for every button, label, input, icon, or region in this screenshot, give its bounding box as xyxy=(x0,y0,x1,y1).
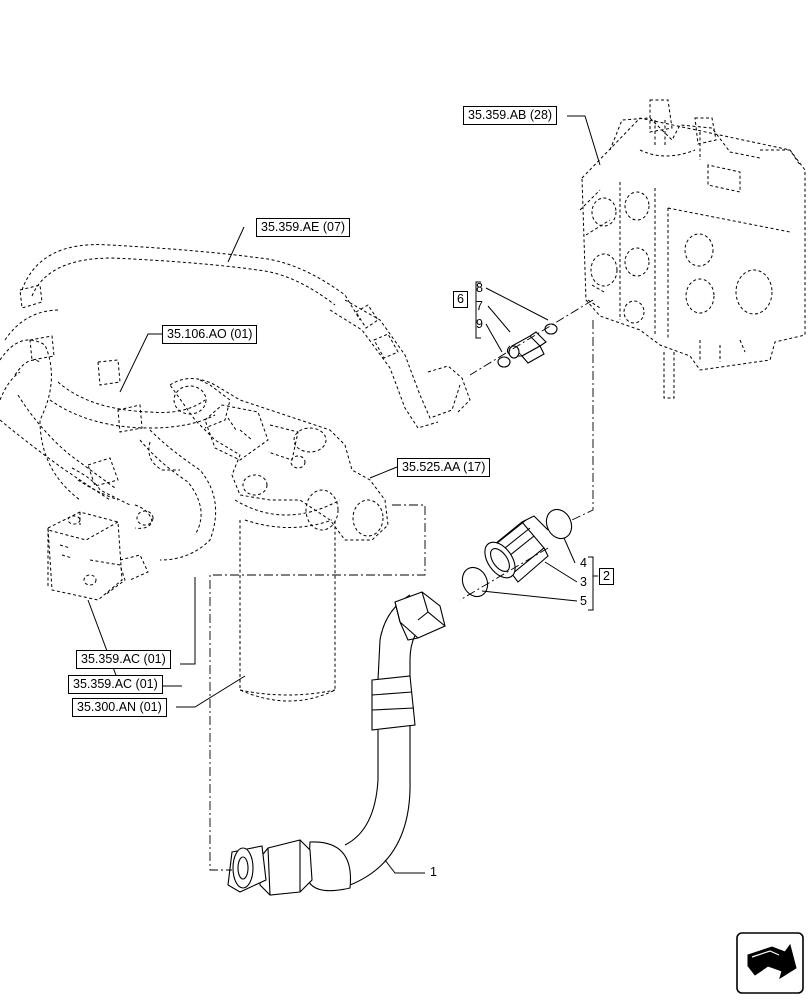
callout-9: 9 xyxy=(476,317,483,331)
control-valve-assembly xyxy=(579,99,806,399)
callout-3: 3 xyxy=(580,575,587,589)
filter-assembly xyxy=(169,378,389,702)
callout-6: 6 xyxy=(453,291,468,308)
valve-block xyxy=(47,511,149,601)
callout-4: 4 xyxy=(580,556,587,570)
adapter-3 xyxy=(484,515,549,583)
ref-label-control-valve[interactable]: 35.359.AB (28) xyxy=(463,106,558,125)
ref-label-hoses[interactable]: 35.359.AE (07) xyxy=(256,218,351,237)
callout-1: 1 xyxy=(430,865,437,879)
o-ring-9 xyxy=(497,356,511,368)
ref-label-filter-head[interactable]: 35.525.AA (17) xyxy=(397,458,491,477)
next-page-arrow-icon[interactable] xyxy=(736,932,804,994)
hose-1 xyxy=(227,591,446,896)
ref-label-filter[interactable]: 35.300.AN (01) xyxy=(72,698,167,717)
callout-7: 7 xyxy=(476,299,483,313)
callout-2: 2 xyxy=(599,568,614,585)
callout-8: 8 xyxy=(476,281,483,295)
ref-label-valve-block-1[interactable]: 35.359.AC (01) xyxy=(76,650,171,669)
callout-5: 5 xyxy=(580,594,587,608)
fitting-7 xyxy=(506,331,547,364)
connection-lines xyxy=(209,299,594,871)
ref-label-pipe[interactable]: 35.106.AO (01) xyxy=(162,325,258,344)
o-ring-5 xyxy=(461,566,489,598)
o-ring-4 xyxy=(545,508,573,540)
ref-label-valve-block-2[interactable]: 35.359.AC (01) xyxy=(68,675,163,694)
return-hose-assembly xyxy=(0,244,471,561)
o-ring-8 xyxy=(544,323,558,335)
